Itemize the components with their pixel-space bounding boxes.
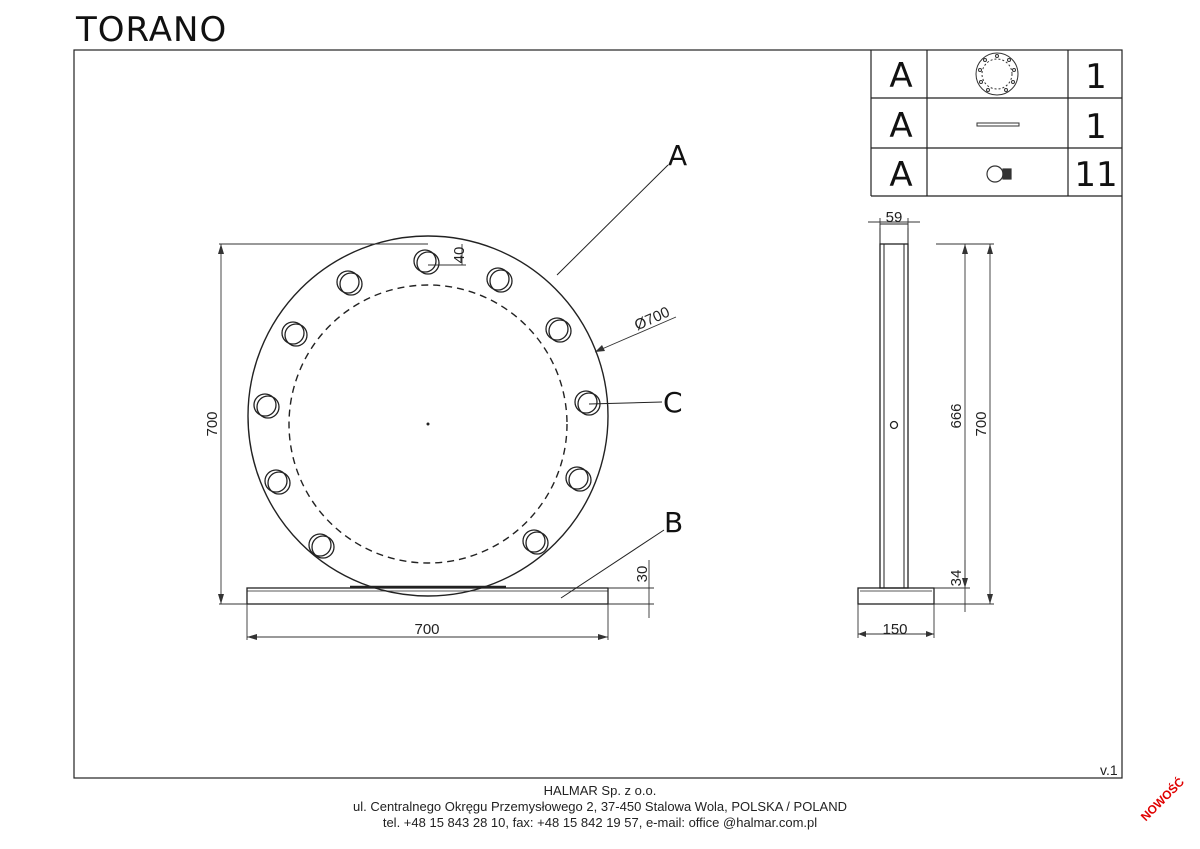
front-view: 700 700 Ø700 40 30 A C B bbox=[204, 139, 687, 640]
bulb-7 bbox=[308, 533, 335, 559]
parts-row-3-qty: 11 bbox=[1074, 155, 1117, 195]
side-view: 59 666 700 34 150 bbox=[857, 209, 994, 638]
company-footer: HALMAR Sp. z o.o. ul. Centralnego Okręgu… bbox=[0, 783, 1200, 831]
parts-row-1-letter: A bbox=[889, 56, 912, 96]
front-width-dim: 700 bbox=[414, 621, 439, 638]
bulb-11 bbox=[336, 270, 363, 296]
side-base bbox=[857, 587, 935, 605]
drawing-frame bbox=[73, 49, 1123, 779]
callout-c: C bbox=[663, 386, 683, 419]
company-contact: tel. +48 15 843 28 10, fax: +48 15 842 1… bbox=[382, 815, 818, 830]
bulb-4 bbox=[574, 390, 601, 416]
base-plate-icon bbox=[976, 122, 1020, 127]
side-base-depth-dim: 150 bbox=[882, 621, 907, 638]
parts-table bbox=[870, 50, 1122, 197]
round-mirror-icon bbox=[975, 52, 1019, 96]
bulbs bbox=[253, 249, 601, 559]
company-name: HALMAR Sp. z o.o. bbox=[543, 783, 657, 798]
callout-a: A bbox=[668, 139, 687, 172]
side-total-height-dim: 700 bbox=[973, 411, 990, 436]
bulb-5 bbox=[565, 466, 592, 492]
front-height-dim: 700 bbox=[204, 411, 221, 436]
bulb-6 bbox=[522, 529, 549, 555]
parts-row-3-letter: A bbox=[889, 155, 912, 195]
bulb-9 bbox=[253, 393, 280, 419]
bulb-3 bbox=[545, 317, 572, 343]
bulb-2 bbox=[486, 267, 513, 293]
parts-row-2-qty: 1 bbox=[1085, 107, 1107, 147]
side-inner-height-dim: 666 bbox=[948, 403, 965, 428]
company-address: ul. Centralnego Okręgu Przemysłowego 2, … bbox=[352, 799, 847, 814]
bulb-10 bbox=[281, 321, 308, 347]
version-label: v.1 bbox=[1100, 762, 1118, 778]
bulb-8 bbox=[264, 469, 291, 495]
side-depth-top-dim: 59 bbox=[886, 209, 903, 226]
mirror-inner-dashed bbox=[288, 284, 568, 564]
callout-b: B bbox=[664, 506, 683, 539]
product-title: TORANO bbox=[76, 10, 228, 50]
side-base-height-dim: 34 bbox=[948, 570, 965, 587]
bulb-icon bbox=[986, 165, 1012, 183]
base-height-dim: 30 bbox=[634, 566, 651, 583]
bulb-1 bbox=[413, 249, 440, 275]
parts-row-2-letter: A bbox=[889, 106, 912, 146]
mirror-center bbox=[426, 422, 430, 426]
mirror-outline bbox=[247, 235, 609, 597]
bulb-offset-dim: 40 bbox=[451, 247, 468, 264]
diameter-dim: Ø700 bbox=[632, 304, 672, 334]
parts-row-1-qty: 1 bbox=[1085, 57, 1107, 97]
